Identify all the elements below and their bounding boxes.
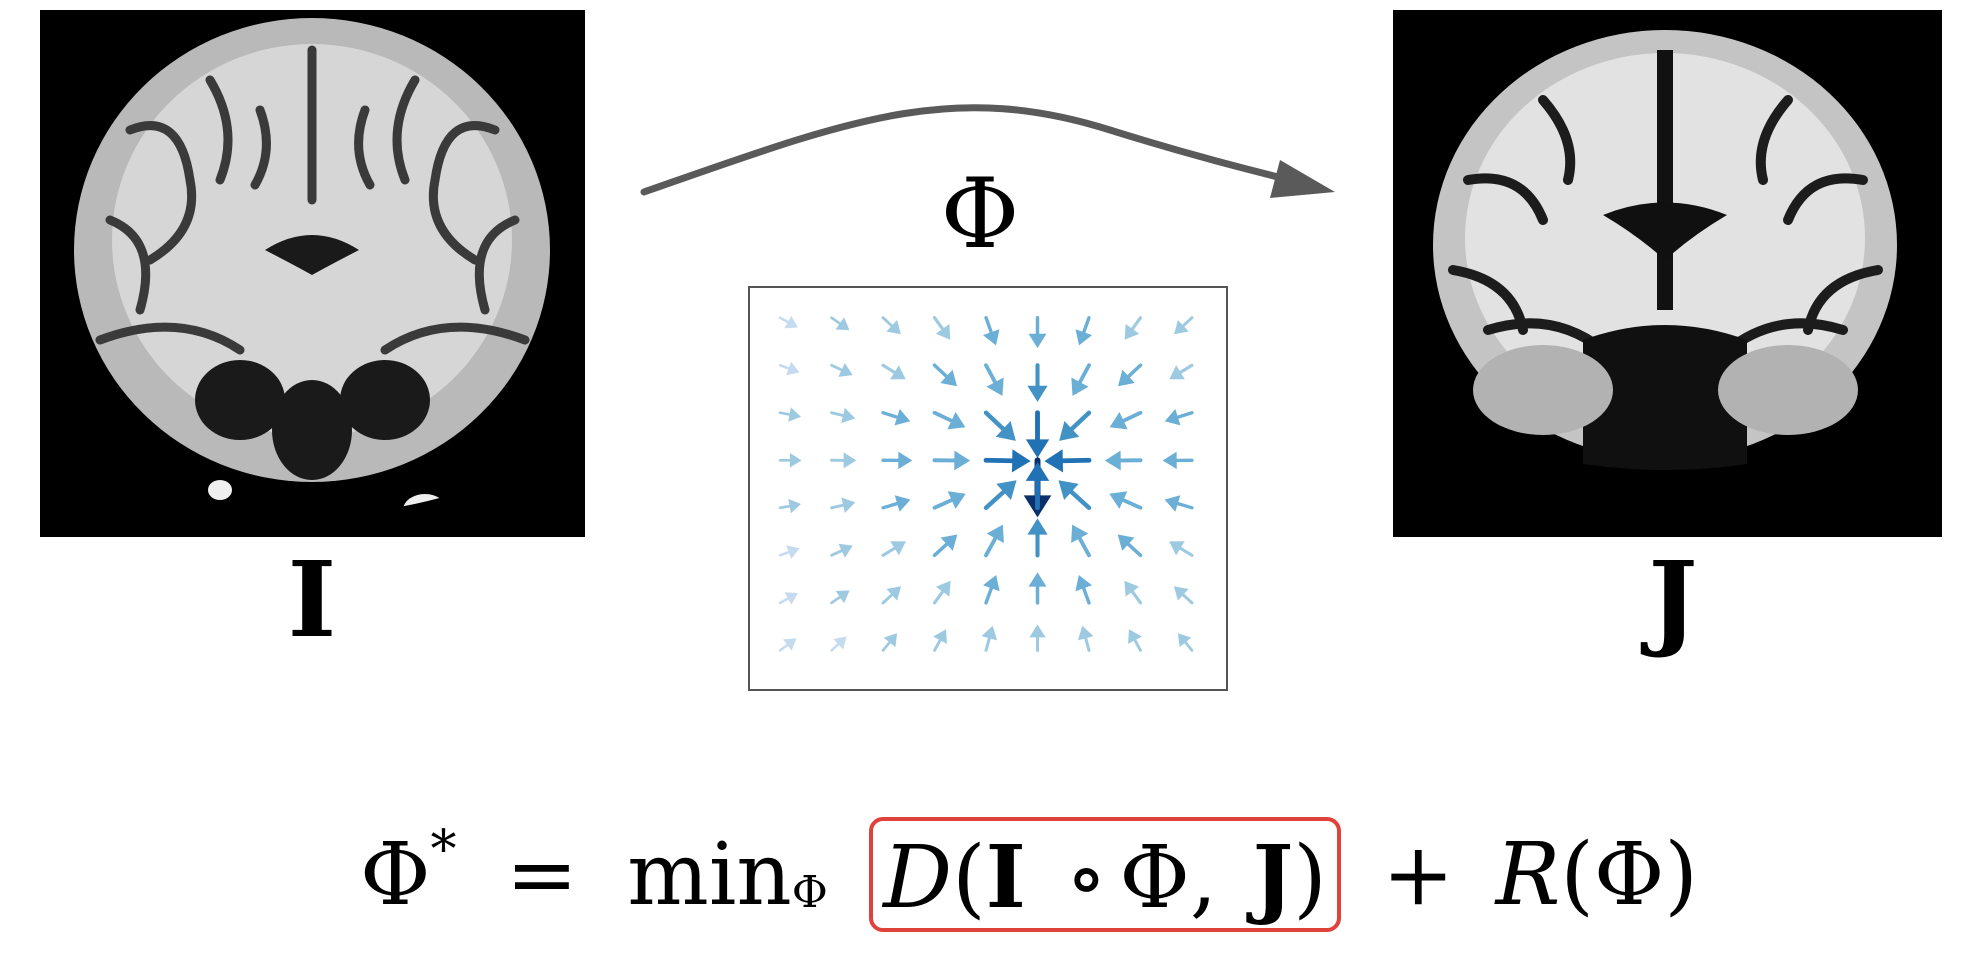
field-arrow: [780, 316, 798, 328]
field-arrow: [986, 449, 1031, 472]
eq-min-operator: min: [627, 815, 791, 935]
field-arrow: [935, 318, 951, 340]
field-arrow: [832, 498, 856, 513]
field-arrow: [1075, 575, 1092, 603]
field-arrow: [883, 633, 897, 650]
field-arrow: [1029, 624, 1045, 650]
field-arrow: [1118, 534, 1141, 555]
field-arrow: [1026, 413, 1049, 458]
field-arrow: [935, 451, 971, 471]
field-arrow: [1029, 318, 1047, 348]
field-arrow: [780, 592, 798, 604]
field-arrow: [1169, 365, 1192, 379]
field-arrow: [1059, 413, 1089, 441]
eq-lhs-superscript: *: [431, 790, 457, 910]
field-arrow: [1058, 480, 1089, 508]
field-arrow: [1109, 491, 1140, 509]
field-arrow: [780, 407, 801, 421]
source-brain-image: [40, 10, 585, 537]
field-arrow: [832, 544, 853, 558]
field-arrow: [1044, 449, 1089, 472]
eq-I: I: [986, 828, 1026, 928]
eq-phi: Φ,: [1119, 828, 1217, 928]
field-arrow: [832, 452, 857, 468]
field-arrow: [832, 637, 847, 651]
field-arrow: [1178, 633, 1192, 650]
field-arrow: [982, 626, 998, 651]
eq-close-paren: ): [1293, 828, 1327, 928]
field-arrow: [883, 409, 910, 425]
field-arrow: [883, 452, 912, 469]
field-arrow: [983, 575, 1000, 603]
field-arrow: [780, 499, 801, 513]
field-arrow: [883, 541, 906, 555]
eq-R-arg: (Φ): [1560, 815, 1698, 935]
field-arrow: [883, 495, 910, 511]
field-arrow: [1071, 365, 1089, 396]
field-arrow: [1076, 318, 1093, 346]
field-arrow: [883, 365, 906, 379]
field-arrow: [983, 318, 1000, 346]
target-image-label: J: [1593, 548, 1753, 652]
field-arrow: [1165, 495, 1192, 511]
field-arrow: [832, 363, 853, 377]
field-arrow: [1118, 365, 1140, 386]
field-arrow: [883, 586, 901, 603]
field-arrow: [1078, 626, 1094, 651]
field-arrow: [1174, 318, 1192, 335]
field-arrow: [935, 534, 958, 555]
field-arrow: [986, 365, 1004, 396]
deformation-field-panel: [748, 286, 1228, 691]
eq-D: D: [883, 828, 952, 928]
eq-plus: +: [1382, 815, 1454, 935]
field-arrow: [1027, 518, 1047, 555]
optimization-equation: Φ* = minΦ D(I ∘Φ, J) + R(Φ): [360, 790, 1698, 910]
field-arrow: [935, 581, 951, 603]
field-arrow: [1163, 452, 1192, 469]
field-arrow: [832, 317, 850, 330]
eq-compose: ∘: [1065, 828, 1107, 928]
deformation-field-graphic: [750, 288, 1226, 689]
field-arrow: [986, 413, 1016, 441]
field-arrow: [780, 638, 796, 650]
transform-label: Φ: [920, 166, 1040, 262]
eq-data-term-highlight: D(I ∘Φ, J): [869, 817, 1341, 932]
arrowhead-icon: [1270, 160, 1335, 198]
field-arrow: [883, 318, 901, 335]
field-arrow: [780, 453, 802, 468]
field-arrow: [832, 408, 856, 423]
field-arrow: [1027, 365, 1047, 402]
field-arrow: [780, 362, 799, 375]
source-image-label: I: [232, 548, 392, 652]
eq-open-paren: (: [952, 828, 986, 928]
target-brain-image: [1393, 10, 1942, 537]
field-arrow: [1110, 412, 1141, 429]
field-arrow: [1169, 541, 1192, 555]
field-arrow: [1105, 451, 1141, 471]
eq-J: J: [1253, 828, 1294, 928]
field-arrow: [935, 491, 966, 509]
field-arrow: [986, 525, 1004, 556]
field-arrow: [935, 365, 957, 386]
field-arrow: [1165, 409, 1192, 425]
field-arrow: [933, 629, 947, 650]
eq-min-subscript: Φ: [792, 833, 828, 953]
eq-lhs: Φ: [360, 815, 431, 935]
field-arrow: [1124, 581, 1140, 603]
source-brain-graphic: [40, 10, 585, 537]
eq-R: R: [1496, 815, 1561, 935]
field-arrow: [1029, 572, 1047, 603]
field-arrow: [986, 480, 1017, 508]
eq-equals: =: [506, 815, 578, 935]
field-arrow: [1071, 525, 1089, 556]
field-arrow: [1125, 318, 1141, 340]
field-arrow: [935, 412, 966, 429]
field-arrow: [780, 545, 799, 559]
field-arrow: [1174, 586, 1192, 603]
field-arrow: [832, 590, 850, 603]
target-brain-graphic: [1393, 10, 1942, 537]
field-arrow: [1128, 629, 1142, 650]
